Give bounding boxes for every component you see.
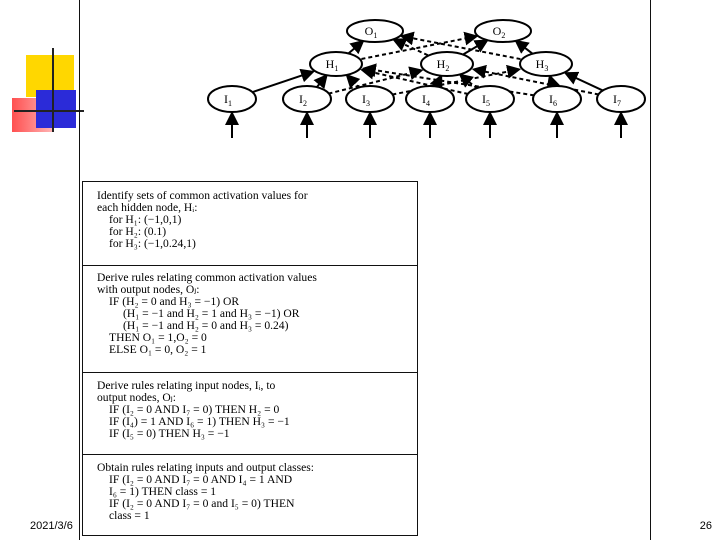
section-text: Identify sets of common activation value… (97, 189, 308, 202)
page-number: 26 (699, 520, 712, 532)
hidden-output-edge (399, 31, 521, 61)
decor-vertical-line (52, 48, 54, 132)
section-text: IF (H₂ = 0 and H₃ = −1) OR (109, 295, 240, 308)
input-node-label: I1 (224, 92, 232, 108)
section-text: (H₁ = −1 and H₂ = 0 and H₃ = 0.24) (123, 319, 289, 332)
hidden-node (309, 51, 363, 77)
input-node (282, 85, 332, 113)
input-node-label: I2 (299, 92, 307, 108)
section-text: IF (I₂ = 0 AND I₇ = 0 and I₅ = 0) THEN (109, 497, 295, 510)
section-text: class = 1 (109, 509, 150, 522)
section-derive-input: Derive rules relating input nodes, Iᵢ, t… (83, 378, 417, 442)
section-divider (83, 372, 417, 373)
section-text: IF (I₅ = 0) THEN H₃ = −1 (109, 427, 230, 440)
hidden-output-edge (462, 39, 489, 56)
section-obtain-rules: Obtain rules relating inputs and output … (83, 460, 417, 524)
input-node (345, 85, 395, 113)
hidden-output-edge (391, 38, 429, 57)
section-identify: Identify sets of common activation value… (83, 188, 417, 252)
input-node (207, 85, 257, 113)
hidden-output-edge (348, 39, 365, 55)
input-node-label: I6 (549, 92, 557, 108)
hidden-output-edge (361, 31, 479, 60)
section-text: IF (I₂ = 0 AND I₇ = 0 AND I₄ = 1 AND (109, 473, 293, 486)
footer-date: 2021/3/6 (30, 520, 73, 532)
section-divider (83, 454, 417, 455)
input-node-label: I5 (482, 92, 490, 108)
section-text: for H₃: (−1,0.24,1) (109, 237, 196, 250)
input-hidden-edge (313, 73, 328, 90)
rule-panel: Identify sets of common activation value… (82, 181, 418, 536)
section-text: Derive rules relating input nodes, Iᵢ, t… (97, 379, 276, 392)
section-text: (H₁ = −1 and H₂ = 1 and H₃ = −1) OR (123, 307, 300, 320)
input-hidden-edge (563, 71, 604, 92)
input-node (532, 85, 582, 113)
section-text: Derive rules relating common activation … (97, 271, 317, 284)
input-node (405, 85, 455, 113)
figure-frame (79, 0, 651, 540)
section-text: Obtain rules relating inputs and output … (97, 461, 315, 474)
hidden-output-edge (514, 39, 533, 55)
input-node-label: I4 (422, 92, 430, 108)
section-text: I₆ = 1) THEN class = 1 (109, 485, 217, 498)
input-hidden-edge (458, 73, 479, 90)
section-derive-output: Derive rules relating common activation … (83, 270, 417, 358)
section-text: output nodes, Oⱼ: (97, 391, 176, 404)
input-hidden-edge (251, 68, 315, 94)
decor-blue-square (36, 90, 76, 128)
input-node-label: I7 (613, 92, 621, 108)
input-node (465, 85, 515, 113)
hidden-node (519, 51, 573, 77)
section-text: ELSE O₁ = 0, O₂ = 1 (109, 343, 207, 356)
section-text: with output nodes, Oⱼ: (97, 283, 200, 296)
decor-horizontal-line (14, 110, 84, 112)
section-divider (83, 265, 417, 266)
input-hidden-edge (471, 64, 599, 96)
output-node (474, 19, 532, 43)
input-node-label: I3 (362, 92, 370, 108)
output-node (346, 19, 404, 43)
hidden-node (420, 51, 474, 77)
section-text: IF (I₄) = 1 AND I₆ = 1) THEN H₃ = −1 (109, 415, 290, 428)
section-text: IF (I₂ = 0 AND I₇ = 0) THEN H₂ = 0 (109, 403, 280, 416)
section-text: for H₁: (−1,0,1) (109, 213, 182, 226)
section-text: THEN O₁ = 1,O₂ = 0 (109, 331, 207, 344)
section-text: each hidden node, Hᵢ: (97, 201, 198, 214)
section-text: for H₂: (0.1) (109, 225, 167, 238)
input-node (596, 85, 646, 113)
